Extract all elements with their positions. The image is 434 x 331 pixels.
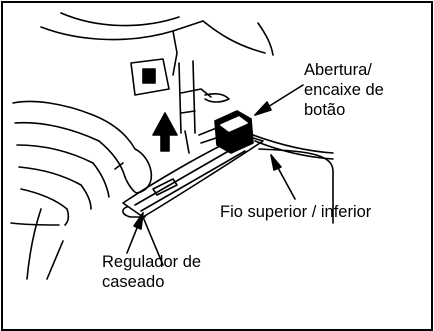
thread-lines [252, 134, 334, 160]
label-buttonhole-regulator: Regulador de caseado [102, 252, 201, 292]
fabric-outline [26, 148, 334, 280]
callout-arrow-opening [254, 84, 304, 116]
sewing-machine-illustration [10, 12, 334, 280]
machine-body-outline [40, 12, 274, 96]
hand-outline [10, 100, 153, 226]
label-thread: Fio superior / inferior [220, 203, 372, 221]
label-line: Regulador de [102, 253, 202, 271]
presser-foot-shaft [178, 60, 230, 154]
buttonhole-foot [122, 134, 264, 218]
label-line: encaixe de [304, 81, 384, 99]
label-line: caseado [102, 273, 165, 291]
callout-arrow-thread [270, 154, 296, 200]
label-line: Abertura/ [304, 61, 372, 79]
direction-arrow-up-icon [152, 112, 178, 152]
label-buttonhole-opening: Abertura/ encaixe de botão [304, 60, 384, 120]
button-holder-slot [198, 110, 254, 154]
label-line: botão [304, 101, 346, 119]
callout-arrow-regulator [126, 212, 144, 254]
